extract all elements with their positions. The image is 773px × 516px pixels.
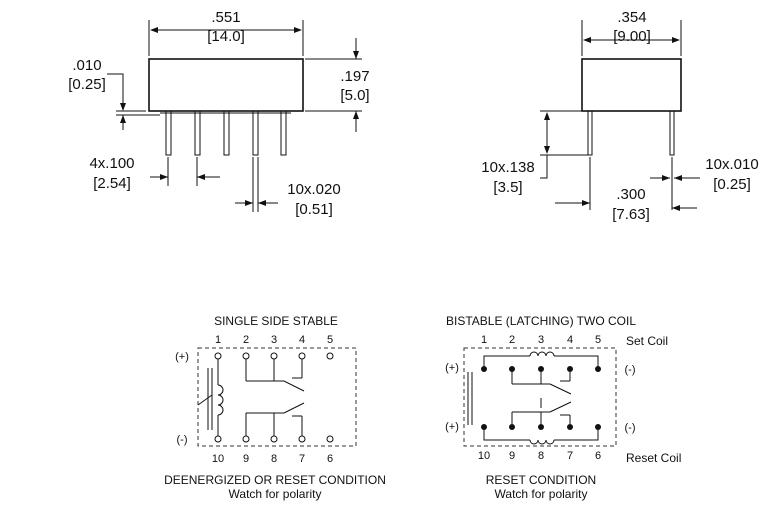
svg-text:9: 9 (509, 450, 515, 462)
sss-outline (197, 347, 357, 447)
sss-caption: DEENERGIZED OR RESET CONDITION (164, 473, 386, 487)
svg-text:6: 6 (595, 450, 601, 462)
svg-text:1: 1 (481, 334, 487, 346)
row-spacing-in: .300 (616, 186, 645, 203)
side-view: .354 [9.00] 10x.138 [3.5] .300 [7.63] 10… (481, 9, 758, 223)
pin-thickness-mm: [0.25] (713, 176, 751, 193)
bi-contacts (511, 372, 572, 424)
pitch-mm: [2.54] (93, 175, 131, 192)
side-width-mm: [9.00] (613, 28, 651, 45)
front-width-in: .551 (211, 9, 240, 26)
sss-minus: (-) (177, 434, 188, 446)
pin-thickness-in: 10x.010 (705, 156, 758, 173)
sss-upper-contacts (245, 359, 305, 392)
pitch-in: 4x.100 (89, 155, 134, 172)
sss-bottom-pin-numbers: 10 9 8 7 6 (212, 453, 333, 465)
svg-text:5: 5 (327, 334, 333, 346)
bi-minus-bottom: (-) (625, 422, 636, 434)
sss-note: Watch for polarity (229, 487, 322, 501)
svg-text:10: 10 (478, 450, 490, 462)
svg-text:1: 1 (215, 334, 221, 346)
single-side-stable-schematic: SINGLE SIDE STABLE 1 2 3 4 5 10 9 8 7 6 (164, 314, 386, 501)
standoff-mm: [0.25] (68, 76, 106, 93)
bi-note: Watch for polarity (495, 487, 588, 501)
bi-reset-coil-label: Reset Coil (626, 451, 681, 465)
svg-text:10: 10 (212, 453, 224, 465)
bi-reset-coil (481, 424, 601, 445)
svg-text:5: 5 (595, 334, 601, 346)
svg-text:2: 2 (509, 334, 515, 346)
pin-width-in: 10x.020 (287, 181, 340, 198)
bi-caption: RESET CONDITION (486, 473, 596, 487)
bi-bottom-pin-numbers: 10 9 8 7 6 (478, 450, 601, 462)
pin-width-mm: [0.51] (295, 201, 333, 218)
front-pins (160, 110, 291, 156)
pin-length-in: 10x.138 (481, 159, 534, 176)
standoff-in: .010 (72, 57, 101, 74)
front-view: .551 [14.0] .197 [5.0] .010 [0.25] 4x.10… (68, 9, 369, 218)
bi-plus-top: (+) (445, 362, 459, 374)
bi-outline (463, 347, 617, 447)
svg-text:3: 3 (271, 334, 277, 346)
svg-text:8: 8 (271, 453, 277, 465)
front-width-mm: [14.0] (207, 28, 245, 45)
sss-coil (197, 359, 224, 436)
svg-text:8: 8 (538, 450, 544, 462)
bi-plus-bottom: (+) (445, 421, 459, 433)
bi-title: BISTABLE (LATCHING) TWO COIL (446, 314, 636, 328)
front-height-in: .197 (340, 68, 369, 85)
svg-text:4: 4 (567, 334, 573, 346)
bi-minus-top: (-) (625, 364, 636, 376)
side-body (581, 58, 682, 112)
front-height-mm: [5.0] (340, 87, 369, 104)
sss-top-pin-numbers: 1 2 3 4 5 (215, 334, 333, 346)
bistable-schematic: BISTABLE (LATCHING) TWO COIL 1 2 3 4 5 1… (445, 314, 681, 501)
svg-text:7: 7 (299, 453, 305, 465)
svg-text:3: 3 (538, 334, 544, 346)
svg-text:9: 9 (243, 453, 249, 465)
svg-text:4: 4 (299, 334, 305, 346)
sss-title: SINGLE SIDE STABLE (214, 314, 338, 328)
svg-text:2: 2 (243, 334, 249, 346)
sss-top-terminals (214, 352, 334, 360)
svg-text:6: 6 (327, 453, 333, 465)
side-width-in: .354 (617, 9, 646, 26)
bi-top-pin-numbers: 1 2 3 4 5 (481, 334, 601, 346)
sss-bottom-terminals (214, 435, 334, 443)
sss-plus: (+) (175, 351, 189, 363)
pin-length-mm: [3.5] (493, 179, 522, 196)
row-spacing-mm: [7.63] (612, 206, 650, 223)
front-body (148, 58, 304, 112)
bi-set-coil (481, 351, 601, 372)
bi-set-coil-label: Set Coil (626, 334, 668, 348)
sss-lower-contacts (245, 402, 305, 436)
svg-text:7: 7 (567, 450, 573, 462)
